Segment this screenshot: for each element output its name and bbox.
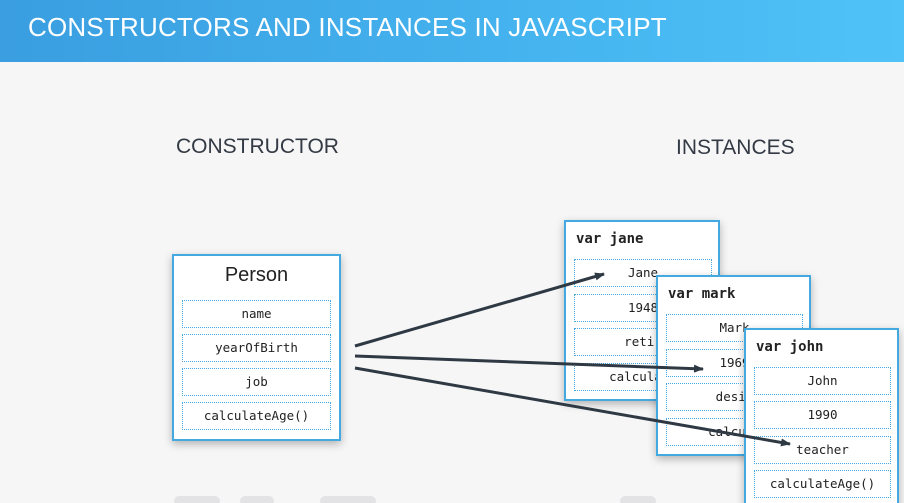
page-title: CONSTRUCTORS AND INSTANCES IN JAVASCRIPT <box>28 12 667 42</box>
field-job: job <box>182 368 331 396</box>
instance-john-box: var john John 1990 teacher calculateAge(… <box>744 328 899 503</box>
constructor-heading: CONSTRUCTOR <box>176 135 339 158</box>
john-field-method: calculateAge() <box>754 470 891 498</box>
person-constructor-box: Person name yearOfBirth job calculateAge… <box>172 254 341 441</box>
instance-mark-title: var mark <box>668 286 736 302</box>
john-field-job: teacher <box>754 436 891 464</box>
bottom-faded-shapes <box>170 492 810 503</box>
instances-heading: INSTANCES <box>676 136 795 159</box>
header-bar: CONSTRUCTORS AND INSTANCES IN JAVASCRIPT <box>0 0 904 62</box>
instance-john-title: var john <box>756 339 824 355</box>
constructor-name: Person <box>224 264 289 286</box>
field-calculateage: calculateAge() <box>182 402 331 430</box>
field-name: name <box>182 300 331 328</box>
field-yearofbirth: yearOfBirth <box>182 334 331 362</box>
instance-jane-title: var jane <box>576 231 644 247</box>
john-field-name: John <box>754 367 891 395</box>
john-field-year: 1990 <box>754 401 891 429</box>
